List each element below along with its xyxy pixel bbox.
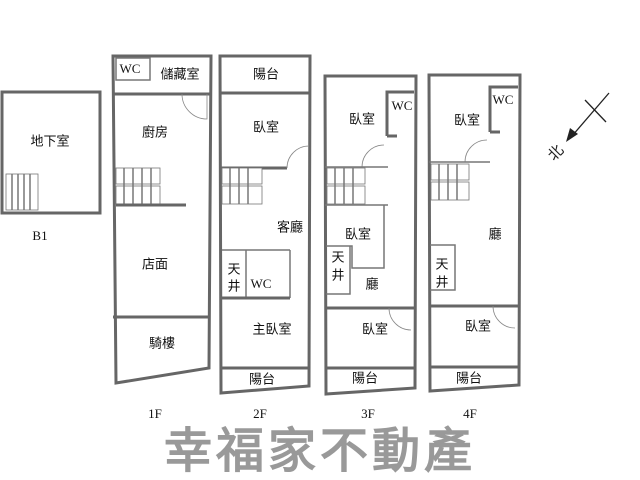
room-3f-bedroom-rear: 臥室: [349, 112, 375, 128]
room-3f-wc: WC: [392, 98, 413, 113]
room-1f-arcade: 騎樓: [149, 337, 175, 352]
compass-north-label: 北: [544, 141, 567, 164]
room-2f-lightwell-2: 井: [227, 280, 240, 295]
room-4f-bedroom-rear: 臥室: [454, 113, 480, 129]
room-3f-balcony: 陽台: [352, 372, 378, 387]
floor-4f: 臥室 WC 廳 天 井 臥室 陽台 4F: [427, 73, 522, 421]
room-1f-wc: WC: [120, 61, 141, 76]
room-4f-bedroom-front: 臥室: [465, 319, 491, 335]
4f-stairs: [430, 163, 470, 201]
floor-3f: 臥室 WC 臥室 天 井 廳 臥室 陽台 3F: [323, 74, 418, 421]
compass-arrow-line: [571, 92, 610, 137]
room-4f-wc: WC: [493, 92, 514, 107]
floor-label-4f: 4F: [463, 406, 477, 421]
room-4f-hall: 廳: [488, 227, 501, 243]
3f-outline: [323, 74, 418, 396]
floor-b1: 地下室 B1: [0, 90, 102, 243]
floor-label-1f: 1F: [148, 406, 162, 421]
4f-outline: [427, 73, 522, 393]
room-4f-lightwell-2: 井: [435, 276, 448, 291]
compass-crossbar: [584, 99, 607, 123]
room-2f-balcony-front: 陽台: [249, 373, 275, 388]
room-4f-lightwell-1: 天: [435, 258, 448, 273]
room-2f-lightwell-1: 天: [227, 263, 240, 278]
watermark: 幸福家不動產: [164, 423, 476, 479]
room-2f-wc: WC: [251, 276, 272, 291]
2f-stairs: [221, 167, 263, 205]
room-1f-storage: 儲藏室: [160, 67, 199, 83]
room-3f-bedroom-front: 臥室: [362, 322, 388, 338]
b1-outline: [0, 90, 102, 215]
floor-label-b1: B1: [32, 228, 47, 243]
room-2f-balcony-rear: 陽台: [253, 68, 279, 83]
room-2f-bedroom: 臥室: [253, 120, 279, 136]
room-3f-lightwell-1: 天: [331, 251, 344, 266]
room-2f-master-bedroom: 主臥室: [252, 322, 291, 338]
b1-stairs: [5, 173, 39, 211]
floor-label-3f: 3F: [361, 406, 375, 421]
1f-stairs: [115, 167, 161, 205]
compass-arrowhead-icon: [566, 128, 578, 142]
room-3f-bedroom-middle: 臥室: [345, 227, 371, 243]
room-1f-shop: 店面: [142, 258, 168, 273]
floor-2f: 陽台 臥室 客廳 天 井 WC 主臥室 陽台 2F: [218, 54, 312, 421]
room-3f-hall: 廳: [365, 277, 378, 293]
room-4f-balcony: 陽台: [456, 372, 482, 387]
room-3f-lightwell-2: 井: [331, 269, 344, 284]
floor-1f: WC 儲藏室 廚房 店面 騎樓 1F: [111, 54, 213, 421]
2f-outline: [218, 54, 312, 395]
north-compass: 北: [544, 92, 610, 164]
3f-stairs: [326, 167, 366, 205]
room-basement: 地下室: [30, 134, 69, 150]
room-2f-living: 客廳: [277, 220, 303, 236]
room-1f-kitchen: 廚房: [142, 125, 168, 141]
floor-label-2f: 2F: [253, 406, 267, 421]
1f-outline: [111, 54, 213, 385]
